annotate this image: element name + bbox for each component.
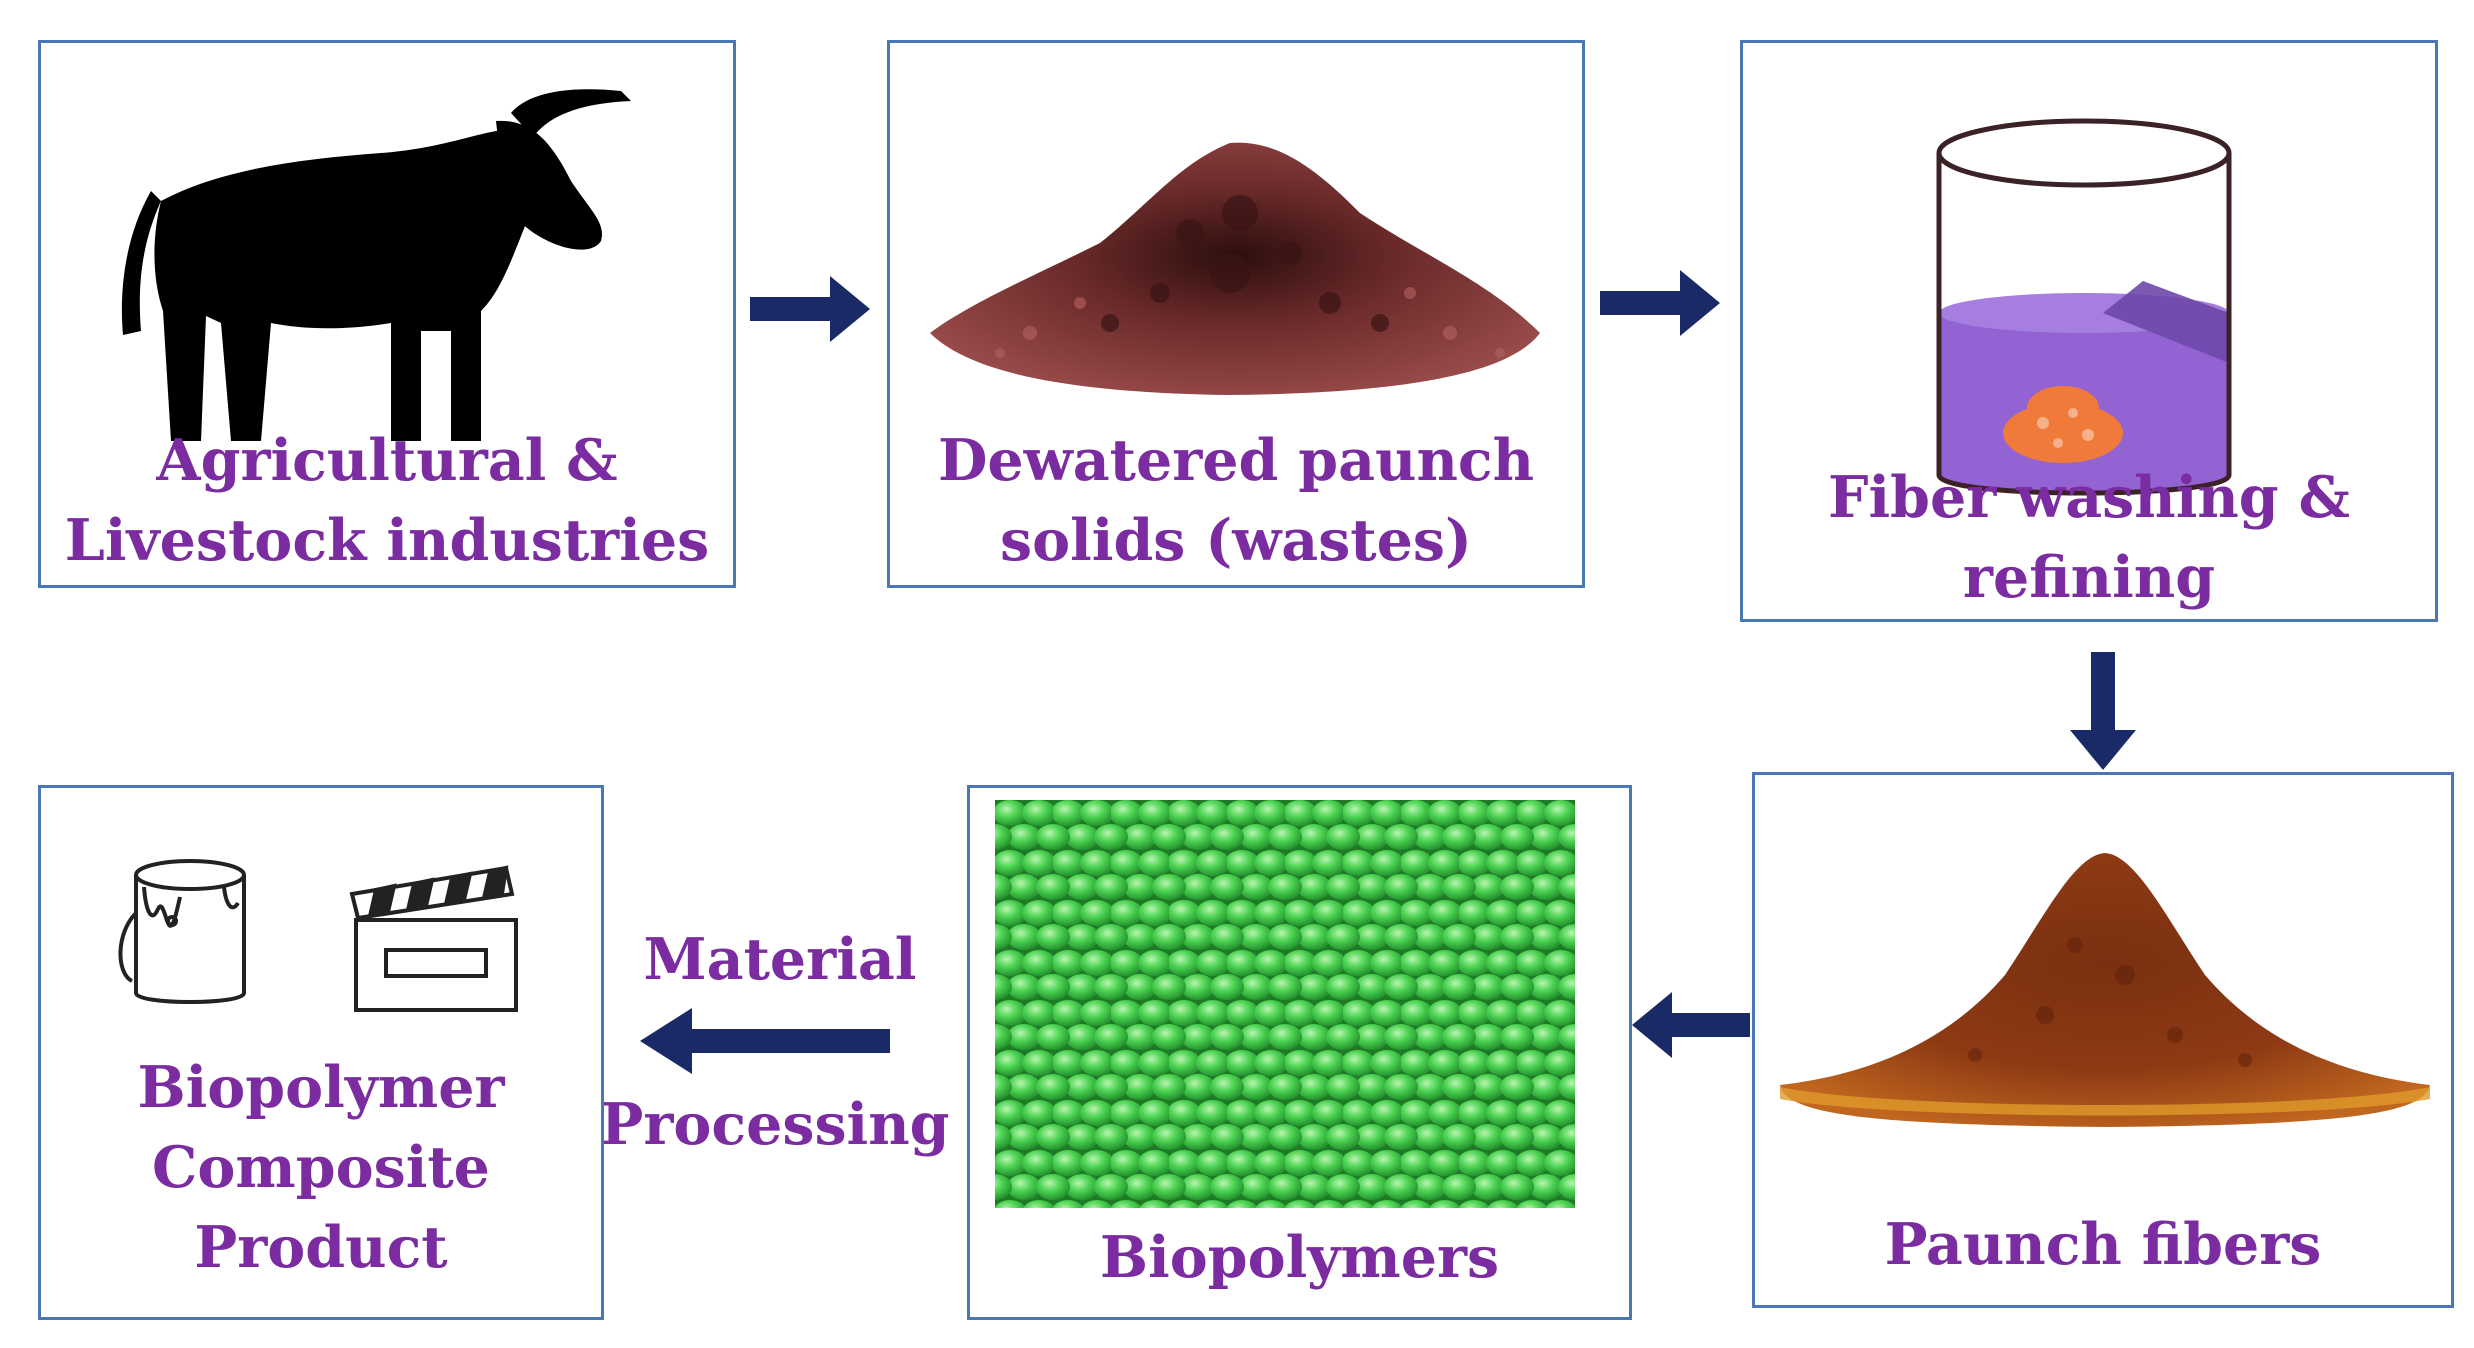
step-box-source: Agricultural & Livestock industries [38,40,736,588]
arrow-left-2 [640,1008,890,1074]
step-box-washing: Fiber washing & refining [1740,40,2438,622]
step-label-fibers: Paunch fibers [1884,1211,2322,1278]
step-label-product: Biopolymer Composite Product [137,1054,505,1281]
clapperboard-icon [349,865,518,1012]
step-box-waste: Dewatered paunch solids (wastes) [887,40,1585,588]
paint-bucket-icon [118,859,246,1004]
connector-label-top: Material [643,926,917,993]
step-label-waste: Dewatered paunch solids (wastes) [937,427,1535,574]
cow-icon [121,89,631,441]
step-label-source: Agricultural & Livestock industries [64,427,710,574]
step-box-biopolymers: Biopolymers [967,785,1632,1320]
green-pellets-image [995,800,1575,1208]
arrow-right-1 [750,276,870,342]
step-box-product: Biopolymer Composite Product [38,785,604,1320]
paunch-solids-pile-image [930,142,1540,395]
arrow-down [2070,652,2136,770]
step-label-washing: Fiber washing & refining [1828,464,2350,611]
washing-beaker-icon [1936,118,2232,496]
step-box-fibers: Paunch fibers [1752,772,2454,1308]
arrow-right-2 [1600,270,1720,336]
paunch-fibers-pile-image [1780,853,2430,1127]
connector-label-bottom: Processing [600,1091,950,1158]
step-label-biopolymers: Biopolymers [1099,1224,1500,1291]
arrow-left-1 [1632,992,1750,1058]
